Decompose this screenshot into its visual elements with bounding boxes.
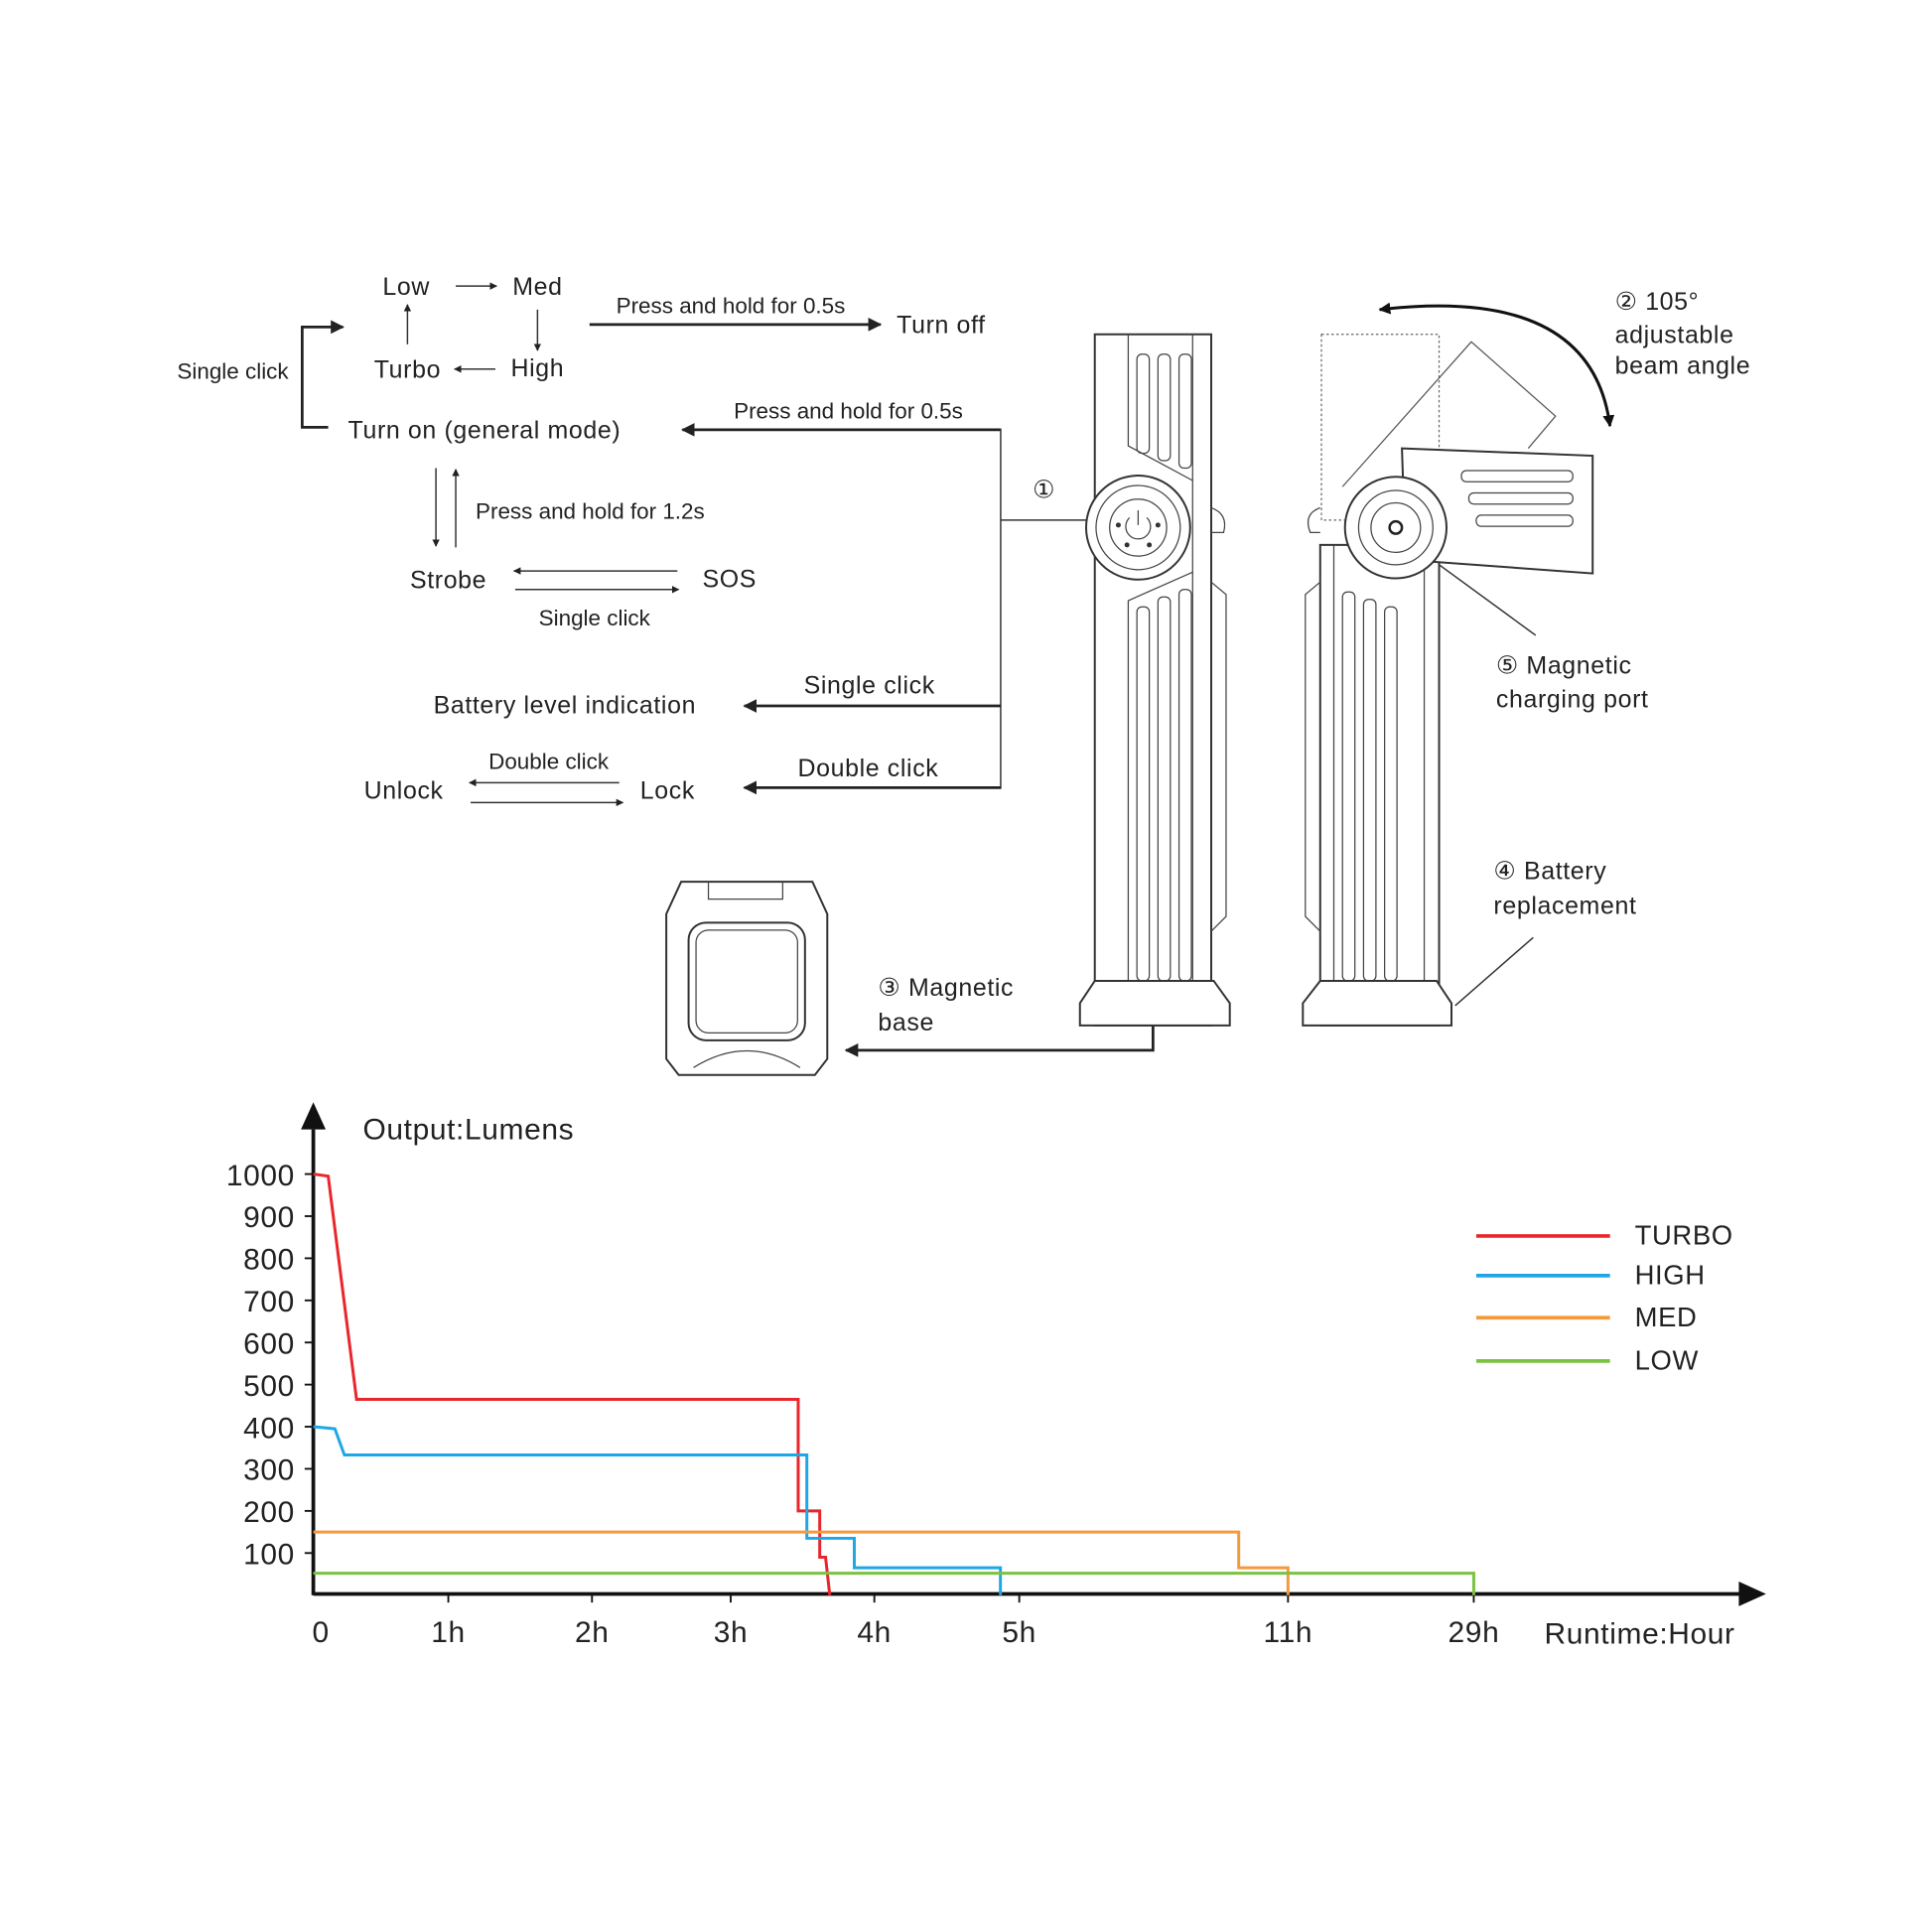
- y-tick-label: 900: [243, 1201, 295, 1234]
- y-axis-arrow-icon: [301, 1102, 327, 1130]
- battery-leader: [1454, 936, 1534, 1007]
- hold-on-label: Press and hold for 0.5s: [734, 399, 963, 424]
- callout-5-line1: ⑤ Magnetic: [1496, 652, 1632, 680]
- y-tick-label: 800: [243, 1244, 295, 1277]
- series-line-turbo: [313, 1173, 832, 1595]
- callout-3-line1: ③ Magnetic: [878, 974, 1014, 1002]
- chart-legend: TURBO HIGH MED LOW: [1475, 1220, 1733, 1376]
- flashlight-side-illustration: [1302, 334, 1594, 1027]
- callout-4-line1: ④ Battery: [1493, 858, 1606, 886]
- y-tick-label: 300: [243, 1454, 295, 1487]
- turn-on-label: Turn on (general mode): [348, 417, 621, 445]
- sos-label: SOS: [702, 565, 757, 593]
- y-tick-label: 700: [243, 1286, 295, 1318]
- callout-4-line2: replacement: [1493, 893, 1636, 920]
- callout-2-line3: beam angle: [1615, 352, 1751, 380]
- x-tick-label: 29h: [1449, 1616, 1500, 1649]
- x-tick-label: 5h: [1002, 1616, 1036, 1649]
- y-tick-label: 100: [243, 1539, 295, 1572]
- runtime-chart: Output:Lumens Runtime:Hour 100 200 300 400 5…: [226, 1102, 1766, 1650]
- x-tick-label: 2h: [575, 1616, 610, 1649]
- legend-label-med: MED: [1635, 1302, 1698, 1332]
- y-tick-label: 600: [243, 1327, 295, 1360]
- y-tick-label: 500: [243, 1370, 295, 1403]
- mode-flow-diagram: Low Med Turbo High Single click Turn on …: [177, 273, 1090, 807]
- x-tick-label: 3h: [714, 1616, 749, 1649]
- y-tick-label: 400: [243, 1412, 295, 1445]
- rotation-arc-arrow: [1378, 302, 1615, 428]
- single-click-cycle-label: Single click: [177, 359, 289, 384]
- callout-3-line2: base: [878, 1009, 934, 1036]
- hold-strobe-label: Press and hold for 1.2s: [476, 499, 705, 524]
- charging-port-leader: [1439, 564, 1537, 636]
- mode-turbo: Turbo: [374, 355, 441, 383]
- hold-off-label: Press and hold for 0.5s: [617, 294, 846, 319]
- series-line-low: [313, 1572, 1475, 1595]
- x-tick-label: 4h: [857, 1616, 892, 1649]
- lock-click-label: Double click: [797, 755, 938, 782]
- x-axis-arrow-icon: [1738, 1581, 1766, 1606]
- strobe-label: Strobe: [410, 567, 486, 595]
- callout-5-line2: charging port: [1496, 685, 1649, 713]
- mode-low: Low: [382, 273, 430, 301]
- arrow-magnetic-base: [844, 1025, 1155, 1057]
- chart-title: Output:Lumens: [362, 1114, 574, 1147]
- mode-med: Med: [512, 273, 562, 301]
- y-tick-label: 1000: [226, 1160, 295, 1192]
- series-line-high: [313, 1425, 1003, 1595]
- x-tick-label: 0: [312, 1616, 329, 1649]
- x-tick-label: 1h: [431, 1616, 466, 1649]
- series-line-med: [313, 1530, 1290, 1595]
- callout-2-line2: adjustable: [1615, 322, 1734, 349]
- lock-label: Lock: [640, 777, 695, 805]
- y-tick-label: 200: [243, 1496, 295, 1529]
- x-axis-label: Runtime:Hour: [1545, 1617, 1735, 1650]
- turn-off-label: Turn off: [897, 312, 986, 340]
- x-tick-label: 11h: [1264, 1616, 1313, 1649]
- cycle-bracket-arrow: [301, 320, 345, 429]
- battery-indication-label: Battery level indication: [434, 692, 696, 720]
- unlock-click-label: Double click: [488, 750, 610, 774]
- callout-1: ①: [1033, 476, 1055, 503]
- mode-high: High: [510, 354, 564, 382]
- magnetic-base-illustration: [665, 881, 829, 1076]
- callout-2-line1: ② 105°: [1615, 288, 1700, 316]
- flashlight-front-illustration: [1078, 333, 1231, 1027]
- legend-label-turbo: TURBO: [1635, 1220, 1733, 1251]
- unlock-label: Unlock: [364, 777, 444, 805]
- legend-label-low: LOW: [1635, 1345, 1699, 1376]
- strobe-sos-click-label: Single click: [539, 606, 651, 630]
- legend-label-high: HIGH: [1635, 1260, 1706, 1291]
- battery-click-label: Single click: [804, 672, 935, 700]
